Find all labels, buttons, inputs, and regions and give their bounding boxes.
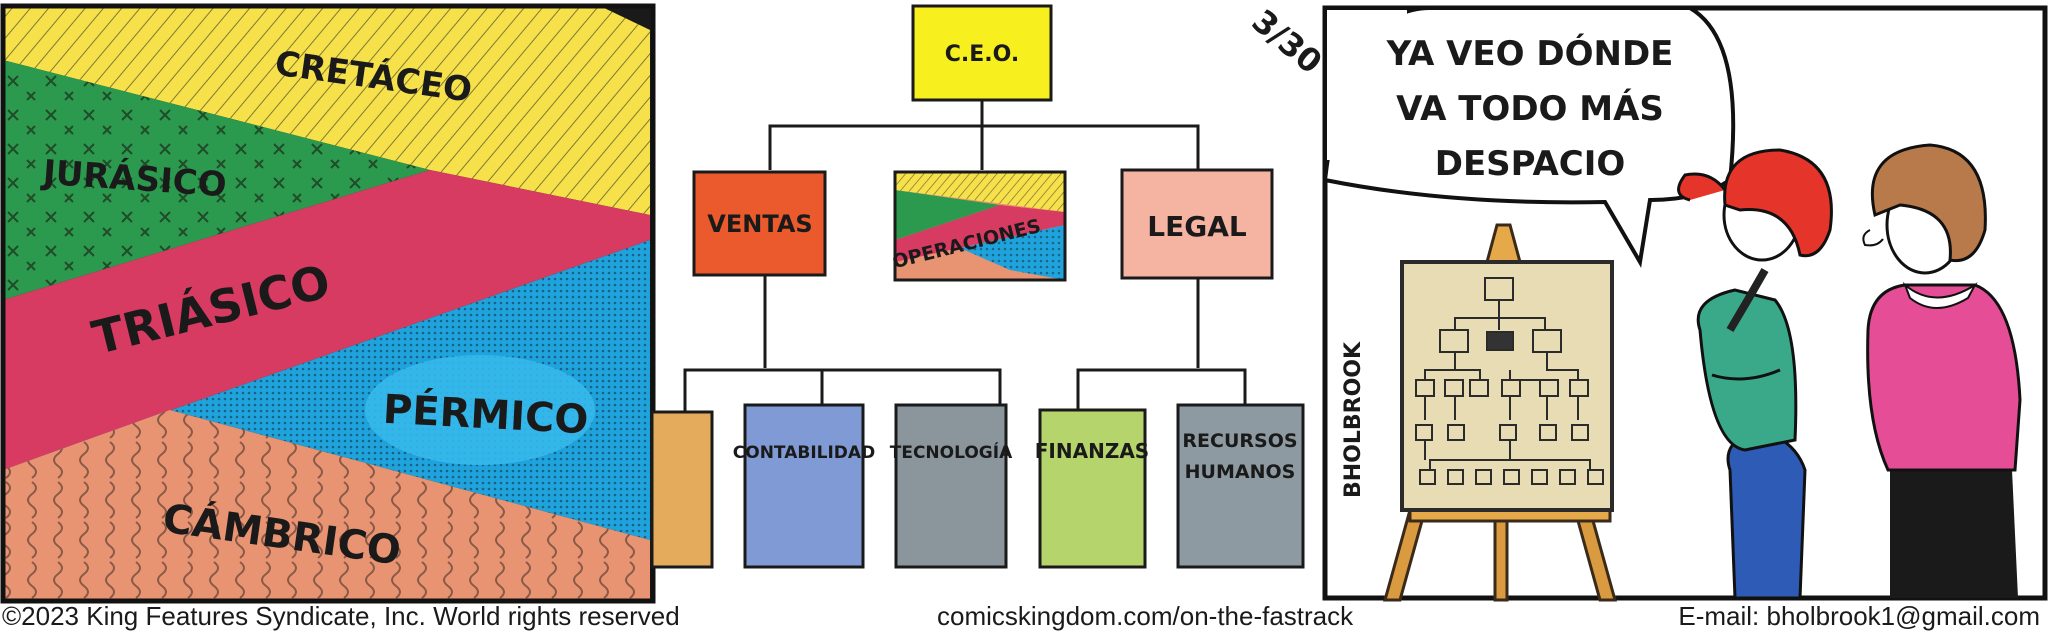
svg-text:RECURSOS: RECURSOS <box>1182 430 1297 452</box>
org-box-ceo: C.E.O. <box>911 4 1053 102</box>
org-box-tecnologia: TECNOLOGÍA <box>890 403 1013 569</box>
svg-text:CONTABILIDAD: CONTABILIDAD <box>733 443 875 463</box>
strip-date: 3/30 <box>1245 2 1330 82</box>
layer-triasico <box>3 170 650 470</box>
speech-line-2: VA TODO MÁS <box>1396 88 1664 129</box>
svg-text:FINANZAS: FINANZAS <box>1035 439 1149 463</box>
org-box-contabilidad: CONTABILIDAD <box>733 403 875 569</box>
svg-text:C.E.O.: C.E.O. <box>945 42 1019 67</box>
svg-text:TECNOLOGÍA: TECNOLOGÍA <box>890 441 1013 463</box>
woman-red-hair <box>1677 148 1833 600</box>
svg-text:HUMANOS: HUMANOS <box>1185 461 1296 483</box>
panel-scene: YA VEO DÓNDE VA TODO MÁS DESPACIO 3/30 <box>1245 2 2048 602</box>
org-box-left-partial <box>650 410 714 569</box>
org-box-recursos-humanos: RECURSOS HUMANOS <box>1176 403 1305 569</box>
svg-text:VENTAS: VENTAS <box>707 210 812 238</box>
footer-email[interactable]: E-mail: bholbrook1@gmail.com <box>1678 601 2040 631</box>
speech-line-3: DESPACIO <box>1435 144 1626 184</box>
mini-org-chart <box>1415 277 1604 485</box>
artist-signature: BHOLBROOK <box>1341 341 1366 498</box>
panel-org-chart <box>683 100 1247 412</box>
panel-strata: CRETÁCEO JURÁSICO TRIÁSICO PÉRMICO CÁMBR… <box>0 3 656 604</box>
svg-text:LEGAL: LEGAL <box>1147 210 1247 243</box>
easel-board <box>1400 260 1614 512</box>
org-box-ventas: VENTAS <box>692 170 827 277</box>
footer-copyright: ©2023 King Features Syndicate, Inc. Worl… <box>2 601 680 631</box>
woman-brown-hair <box>1862 143 2022 598</box>
org-box-legal: LEGAL <box>1120 168 1274 280</box>
speech-line-1: YA VEO DÓNDE <box>1386 33 1674 74</box>
org-box-operaciones: OPERACIONES <box>890 170 1067 282</box>
footer-url[interactable]: comicskingdom.com/on-the-fastrack <box>937 601 1354 631</box>
org-box-finanzas: FINANZAS <box>1035 408 1149 569</box>
